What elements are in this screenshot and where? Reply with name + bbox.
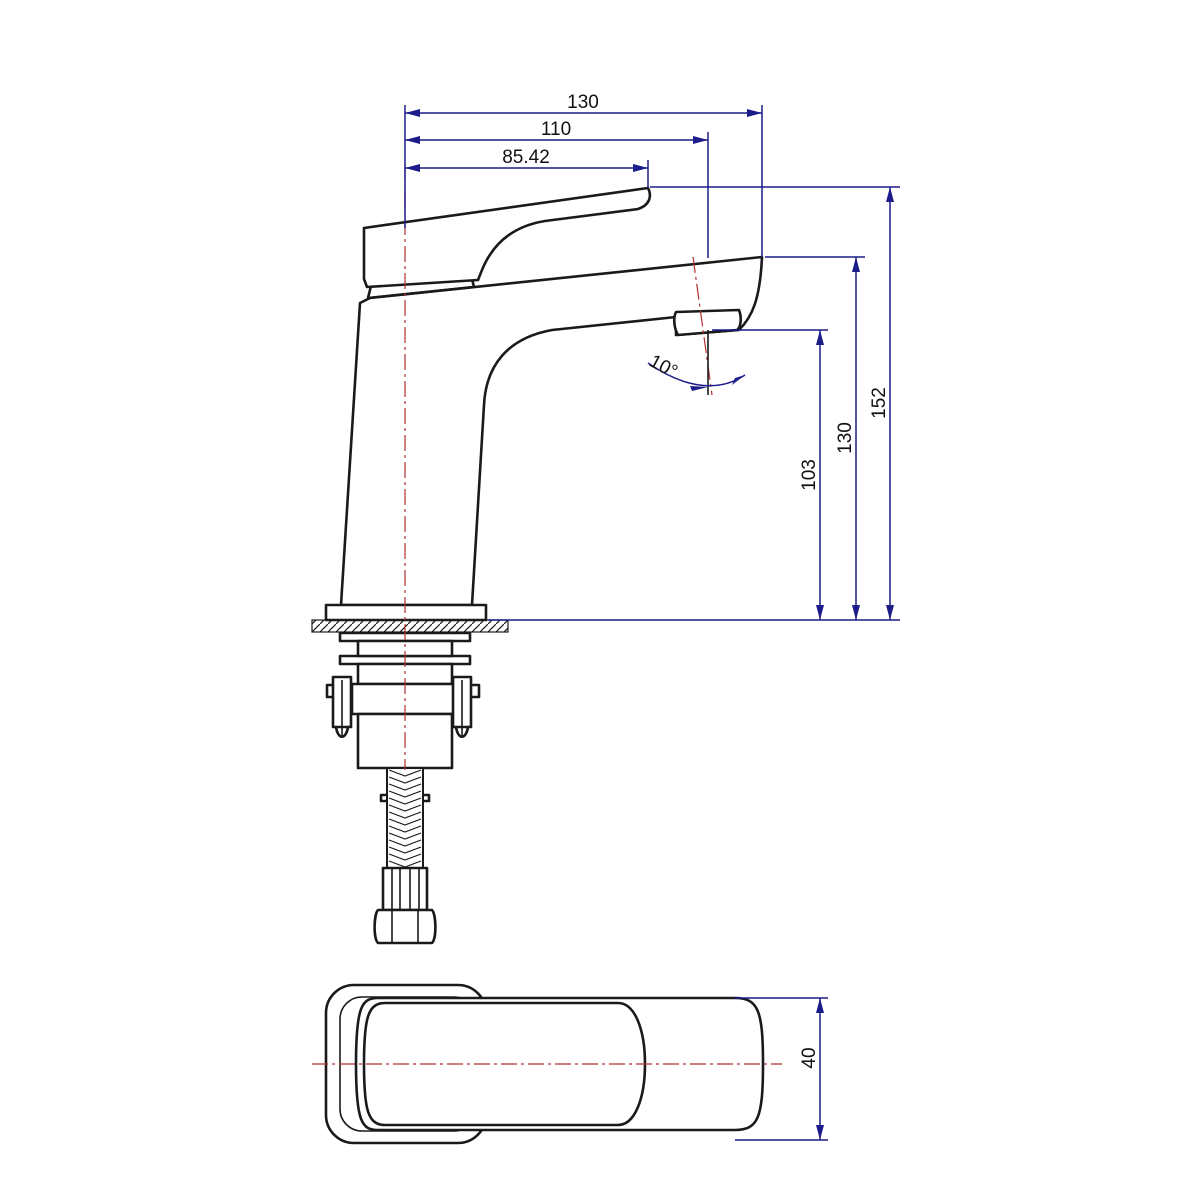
faucet-body-outline	[339, 255, 764, 607]
outlet-axis	[692, 256, 713, 396]
hex-nut	[373, 908, 437, 945]
dim-spout-height: 130	[835, 422, 856, 454]
braided-hose	[379, 767, 431, 869]
dim-outlet-height: 103	[799, 459, 820, 491]
dim-outlet-reach: 110	[541, 119, 571, 140]
dimensions: 130 110 85.42 103 130 152 10°	[404, 92, 900, 621]
left-screw	[325, 675, 353, 738]
hose-braid-pattern	[388, 769, 422, 868]
dim-overall-height: 152	[869, 387, 890, 419]
base-flange	[324, 603, 488, 622]
dim-overall-reach: 130	[567, 92, 599, 113]
top-view: 40	[312, 983, 828, 1145]
side-view	[311, 165, 764, 945]
right-screw	[451, 675, 481, 738]
counter-top-section	[311, 619, 509, 633]
lever-handle	[362, 186, 652, 289]
dim-lever-reach: 85.42	[502, 147, 550, 168]
hose-fitting	[373, 866, 437, 945]
dim-top-width: 40	[799, 1047, 820, 1068]
